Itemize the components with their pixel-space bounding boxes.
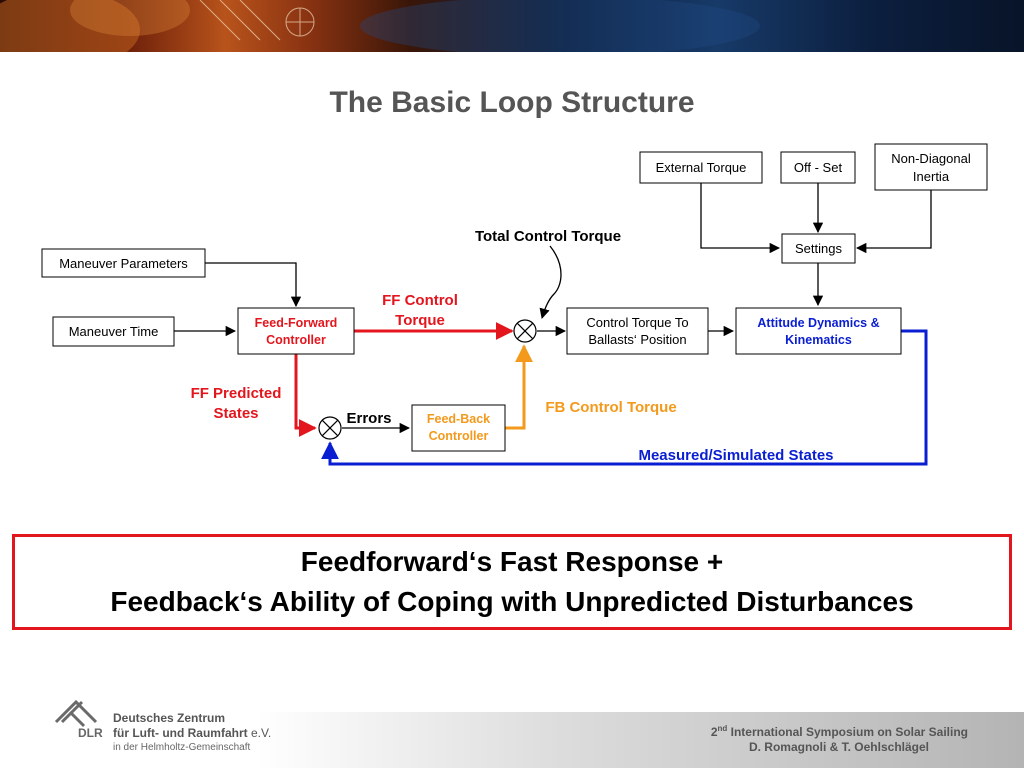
org-subtitle: in der Helmholtz-Gemeinschaft (113, 742, 251, 753)
label-external-torque: External Torque (656, 160, 747, 175)
conference-name: 2nd International Symposium on Solar Sai… (711, 724, 968, 739)
banner-satellite-illustration (0, 0, 760, 52)
label-offset: Off - Set (794, 160, 843, 175)
box-maneuver-parameters: Maneuver Parameters (41, 248, 206, 278)
box-offset: Off - Set (780, 151, 856, 184)
label-ff-controller-2: Controller (266, 333, 326, 347)
org-name-ev: e.V. (251, 726, 272, 740)
conference-ordinal-suffix: nd (717, 724, 728, 733)
org-name-main: für Luft- und Raumfahrt (113, 726, 248, 740)
box-settings: Settings (781, 233, 856, 264)
label-measured-states: Measured/Simulated States (638, 447, 833, 464)
label-ff-predicted-states-1: FF Predicted (191, 385, 282, 402)
arrow-inertia-to-settings (855, 190, 932, 254)
label-maneuver-time: Maneuver Time (69, 324, 159, 339)
label-attitude-1: Attitude Dynamics & (757, 316, 879, 330)
arrow-measured-states (321, 329, 928, 466)
arrow-fb-torque (505, 344, 533, 430)
label-ff-control-torque-2: Torque (395, 312, 445, 329)
arrow-params-to-ff (205, 262, 302, 308)
box-feed-back-controller: Feed-Back Controller (411, 404, 506, 452)
footer-bar (0, 712, 1024, 768)
header-banner (0, 0, 1024, 52)
total-torque-pointer (539, 245, 562, 319)
summary-line-2: Feedback‘s Ability of Coping with Unpred… (110, 586, 914, 617)
label-ff-controller-1: Feed-Forward (255, 316, 338, 330)
dlr-abbreviation: DLR (78, 726, 103, 740)
box-feed-forward-controller: Feed-Forward Controller (237, 307, 355, 355)
sum-junction-torque (513, 319, 537, 343)
summary-box: Feedforward‘s Fast Response + Feedback‘s… (12, 534, 1012, 630)
dlr-logo-icon (54, 699, 98, 728)
label-maneuver-parameters: Maneuver Parameters (59, 256, 188, 271)
label-errors: Errors (346, 410, 391, 427)
label-ff-predicted-states-2: States (213, 405, 258, 422)
authors: D. Romagnoli & T. Oehlschlägel (748, 740, 929, 754)
label-non-diag-1: Non-Diagonal (891, 151, 971, 166)
label-ctrl-torque-1: Control Torque To (586, 315, 688, 330)
label-fb-control-torque: FB Control Torque (545, 399, 676, 416)
box-attitude-dynamics: Attitude Dynamics & Kinematics (735, 307, 902, 355)
label-total-control-torque: Total Control Torque (475, 228, 621, 245)
label-fb-controller-2: Controller (429, 429, 489, 443)
label-non-diag-2: Inertia (913, 169, 950, 184)
box-non-diagonal-inertia: Non-Diagonal Inertia (874, 143, 988, 191)
box-control-torque-to-ballasts: Control Torque To Ballasts‘ Position (566, 307, 709, 355)
org-name-line-2: für Luft- und Raumfahrt e.V. (113, 726, 271, 740)
label-ff-control-torque-1: FF Control (382, 292, 458, 309)
arrow-ff-predicted-states (294, 354, 317, 437)
label-ctrl-torque-2: Ballasts‘ Position (588, 332, 686, 347)
summary-line-1: Feedforward‘s Fast Response + (300, 546, 724, 577)
conference-title: International Symposium on Solar Sailing (727, 725, 968, 739)
arrow-external-to-settings (700, 183, 781, 254)
sum-junction-errors (318, 416, 342, 440)
label-fb-controller-1: Feed-Back (427, 412, 490, 426)
label-attitude-2: Kinematics (785, 333, 852, 347)
org-name-line-1: Deutsches Zentrum (113, 711, 226, 725)
box-external-torque: External Torque (639, 151, 763, 184)
box-maneuver-time: Maneuver Time (52, 316, 175, 347)
label-settings: Settings (795, 241, 842, 256)
slide-title: The Basic Loop Structure (329, 86, 695, 119)
conference-ordinal: 2 (710, 725, 718, 739)
